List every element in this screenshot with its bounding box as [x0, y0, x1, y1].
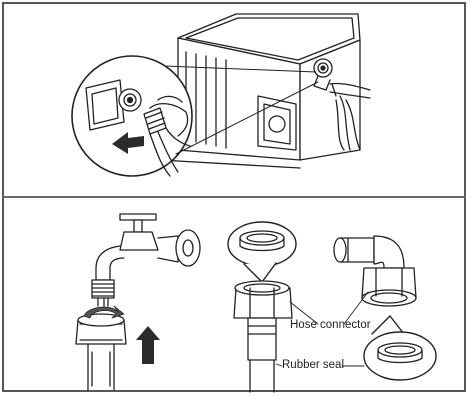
elbow-connector-illustration: [333, 235, 437, 381]
label-leaders: [275, 291, 369, 367]
panel-divider: [2, 196, 466, 198]
rubber-seal-label: Rubber seal: [282, 359, 345, 371]
arrow-up-icon: [136, 326, 160, 364]
arrow-left-icon: [112, 132, 144, 154]
washing-machine: [159, 13, 371, 169]
hose-connector-label: Hose connector: [290, 319, 371, 331]
hose-connector-illustration: [227, 221, 297, 393]
magnified-view: [71, 55, 319, 177]
faucet-illustration: [75, 213, 201, 391]
rotate-icon: [83, 305, 125, 319]
